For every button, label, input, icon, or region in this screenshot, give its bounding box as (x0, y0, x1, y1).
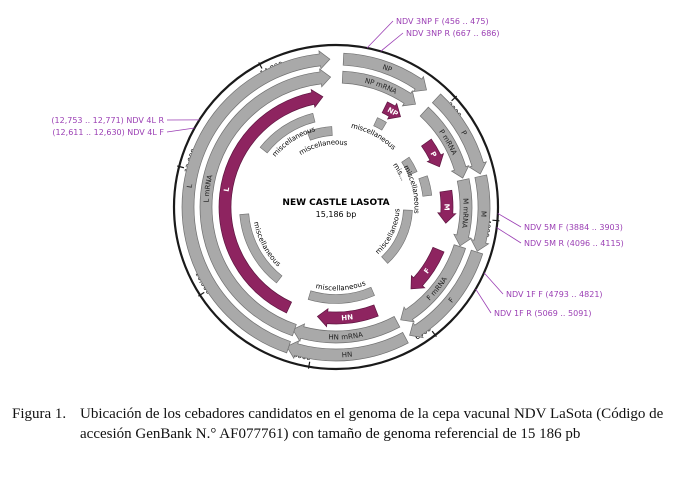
mrna-label: M mRNA (460, 198, 470, 229)
primer-leader-line (475, 288, 492, 314)
gene-arrow (409, 249, 484, 339)
cds-arrow (381, 101, 401, 120)
primer-leader-line (366, 20, 394, 49)
misc-feature (373, 117, 387, 131)
misc-feature (401, 156, 418, 176)
gene-label-text: F (447, 296, 456, 304)
gene-label-text: P (459, 129, 468, 137)
scale-tick (492, 219, 500, 222)
gene-arrow (181, 50, 331, 354)
cds-label-text: F (423, 267, 432, 276)
genome-backbone (172, 43, 500, 371)
cds-label: HN (341, 313, 354, 322)
scale-tick (258, 62, 263, 69)
gene-label: L (186, 183, 194, 188)
primer-label: NDV 3NP F (456 .. 475) (396, 17, 489, 26)
gene-arrow (342, 52, 427, 92)
misc-label: miscellaneous (315, 279, 367, 292)
mrna-label: HN mRNA (328, 331, 364, 342)
gene-label-text: L (186, 183, 194, 188)
misc-label-text: miscellaneous (315, 279, 367, 292)
gene-label-text: M (479, 211, 487, 217)
mrna-label-text: HN mRNA (328, 331, 364, 342)
scale-tick (431, 330, 437, 338)
mrna-arrow (400, 244, 466, 323)
mrna-arrow (292, 316, 401, 344)
gene-label: F (447, 296, 456, 304)
cds-label-text: P (429, 150, 438, 158)
cds-label: F (423, 267, 432, 276)
mrna-arrow (199, 68, 332, 337)
primer-leader-line (496, 227, 522, 244)
cds-arrow (437, 189, 457, 224)
cds-arrow (316, 304, 379, 328)
gene-label-text: NP (381, 63, 393, 74)
gene-label: NP (381, 63, 393, 74)
primer-label: NDV 1F R (5069 .. 5091) (494, 309, 592, 318)
misc-feature (381, 209, 413, 264)
misc-label: miscellaneous (402, 164, 421, 214)
genome-title: NEW CASTLE LASOTA (282, 198, 389, 208)
mrna-label: L mRNA (203, 174, 215, 203)
primer-label: NDV 1F F (4793 .. 4821) (506, 290, 603, 299)
misc-feature (259, 112, 316, 154)
cds-arrow (421, 138, 445, 168)
misc-feature (307, 286, 375, 304)
misc-feature (306, 126, 333, 141)
gene-arrow (431, 93, 488, 175)
misc-label-text: miscellaneous (402, 164, 421, 214)
scale-tick (177, 165, 185, 169)
cds-label: M (443, 204, 451, 211)
genome-length: 15,186 bp (316, 210, 357, 219)
misc-label-text: miscellaneous (298, 138, 349, 156)
cds-arrow (218, 88, 324, 314)
mrna-label-text: L mRNA (203, 174, 215, 203)
mrna-label-text: M mRNA (460, 198, 470, 229)
primer-label: NDV 5M F (3884 .. 3903) (524, 223, 623, 232)
primer-leader-line (483, 272, 504, 295)
cds-label-text: HN (341, 313, 354, 322)
cds-arrow (410, 246, 445, 290)
mrna-arrow (453, 178, 473, 247)
misc-label-text: miscellaneous (350, 122, 397, 152)
genome-center-label: NEW CASTLE LASOTA 15,186 bp (282, 198, 389, 219)
gene-label: HN (342, 351, 353, 360)
scale-tick (198, 291, 205, 297)
mrna-arrow (419, 106, 470, 179)
primer-label: (12,753 .. 12,771) NDV 4L R (51, 116, 164, 125)
primer-leader-line (497, 213, 522, 228)
mrna-arrow (341, 70, 416, 107)
primer-label: NDV 3NP R (667 .. 686) (406, 29, 500, 38)
caption-label: Figura 1. (12, 406, 67, 422)
primer-leader-line (380, 32, 404, 52)
misc-label: miscellaneous (298, 138, 349, 156)
misc-label: miscellaneous (350, 122, 397, 152)
gene-label: P (459, 129, 468, 137)
primer-label: NDV 5M R (4096 .. 4115) (524, 239, 624, 248)
cds-label-text: L (223, 186, 232, 192)
misc-feature (239, 213, 283, 284)
misc-feature (418, 175, 433, 197)
primer-label: (12,611 .. 12,630) NDV 4L F (52, 128, 164, 137)
cds-label: L (223, 186, 232, 192)
cds-label: P (429, 150, 438, 158)
gene-label: M (479, 211, 487, 217)
caption-text: Ubicación de los cebadores candidatos en… (80, 406, 664, 442)
cds-label-text: M (443, 204, 451, 211)
feature-rings: 200040006000800010,00012,00014,000NPPMFH… (172, 43, 500, 371)
scale-tick (451, 95, 458, 102)
primer-annotations: NDV 3NP F (456 .. 475) NDV 3NP R (667 .. … (51, 17, 623, 318)
primer-leader-line (166, 127, 195, 133)
gene-arrow (470, 174, 491, 252)
gene-label-text: HN (342, 351, 353, 360)
scale-tick (307, 361, 311, 369)
